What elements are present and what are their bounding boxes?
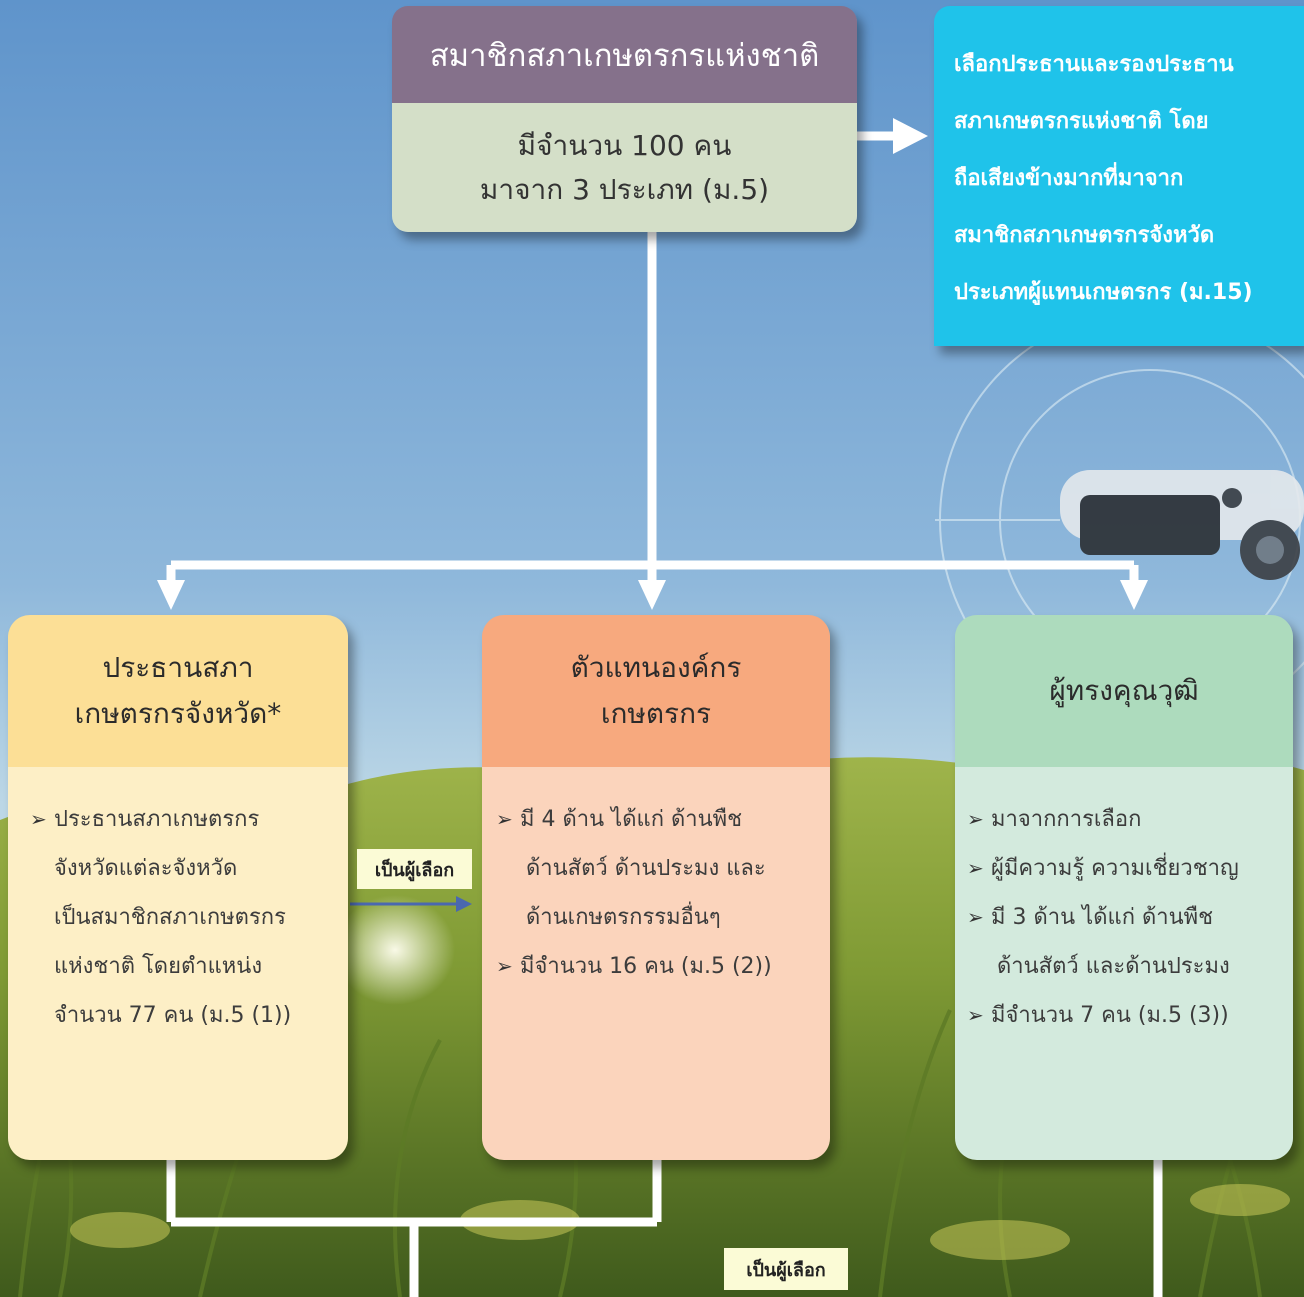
expert-line: มีจำนวน 7 คน (ม.5 (3)) — [991, 1003, 1229, 1028]
national-council-title: สมาชิกสภาเกษตรกรแห่งชาติ — [392, 6, 857, 103]
drone-illustration — [1060, 470, 1304, 580]
expert-body: ➢ มาจากการเลือก ➢ ผู้มีความรู้ ความเชี่ยวช… — [955, 767, 1293, 1160]
blue-arrow-head — [456, 896, 472, 912]
expert-card: ผู้ทรงคุณวุฒิ ➢มาจากการเลือก ➢ผู้มีความร… — [955, 615, 1293, 1160]
election-line: เลือกประธานและรองประธาน — [954, 52, 1234, 77]
organization-rep-body: ➢ มี 4 ด้าน ได้แก่ ด้านพืช ด้านสัตว์ ด้าน… — [482, 767, 830, 1160]
provincial-chair-card: ประธานสภา เกษตรกรจังหวัด* ➢ประธานสภาเกษต… — [8, 615, 348, 1160]
bullet-icon: ➢ — [967, 1003, 984, 1027]
selector-tag: เป็นผู้เลือก — [357, 849, 472, 889]
bullet-icon: ➢ — [30, 807, 47, 831]
expert-line: ด้านสัตว์ และด้านประมง — [997, 954, 1230, 979]
expert-line: มาจากการเลือก — [991, 807, 1142, 832]
election-line: ถือเสียงข้างมากที่มาจาก — [954, 166, 1184, 191]
bullet-icon: ➢ — [967, 905, 984, 929]
bullet-icon: ➢ — [496, 954, 513, 978]
organization-title-line: เกษตรกร — [600, 697, 712, 730]
bullet-icon: ➢ — [967, 856, 984, 880]
provincial-line: แห่งชาติ โดยตำแหน่ง — [54, 954, 263, 979]
selector-tag-bottom: เป็นผู้เลือก — [724, 1248, 848, 1290]
organization-line: ด้านสัตว์ ด้านประมง และ — [526, 856, 766, 881]
national-council-body: มีจำนวน 100 คน มาจาก 3 ประเภท (ม.5) — [392, 103, 857, 232]
arrow-to-provincial — [157, 580, 185, 610]
bullet-icon: ➢ — [496, 807, 513, 831]
provincial-line: จำนวน 77 คน (ม.5 (1)) — [54, 1003, 292, 1028]
arrow-to-election-box — [893, 118, 928, 154]
organization-line: มี 4 ด้าน ได้แก่ ด้านพืช — [520, 807, 743, 832]
provincial-line: จังหวัดแต่ละจังหวัด — [54, 856, 238, 881]
national-council-box: สมาชิกสภาเกษตรกรแห่งชาติ มีจำนวน 100 คน … — [392, 6, 857, 232]
organization-title-line: ตัวแทนองค์กร — [570, 651, 742, 684]
organization-line: มีจำนวน 16 คน (ม.5 (2)) — [520, 954, 772, 979]
national-member-types: มาจาก 3 ประเภท (ม.5) — [479, 172, 770, 206]
provincial-title-line: เกษตรกรจังหวัด* — [74, 697, 282, 730]
expert-line: ผู้มีความรู้ ความเชี่ยวชาญ — [991, 856, 1239, 881]
election-line: สภาเกษตรกรแห่งชาติ โดย — [954, 109, 1209, 134]
provincial-chair-title: ประธานสภา เกษตรกรจังหวัด* — [8, 615, 348, 767]
election-line: สมาชิกสภาเกษตรกรจังหวัด — [954, 223, 1215, 248]
organization-line: ด้านเกษตรกรรมอื่นๆ — [526, 905, 721, 930]
bullet-icon: ➢ — [967, 807, 984, 831]
organization-rep-title: ตัวแทนองค์กร เกษตรกร — [482, 615, 830, 767]
provincial-chair-body: ➢ ประธานสภาเกษตรกร จังหวัดแต่ละจังหวัด เป… — [8, 767, 348, 1160]
provincial-line: เป็นสมาชิกสภาเกษตรกร — [54, 905, 286, 930]
provincial-line: ประธานสภาเกษตรกร — [54, 807, 260, 832]
expert-line: มี 3 ด้าน ได้แก่ ด้านพืช — [991, 905, 1214, 930]
arrow-to-organization — [638, 580, 666, 610]
national-member-count: มีจำนวน 100 คน — [517, 128, 732, 162]
chair-election-box: เลือกประธานและรองประธาน สภาเกษตรกรแห่งชา… — [934, 6, 1304, 346]
provincial-title-line: ประธานสภา — [102, 651, 254, 684]
arrow-to-expert — [1120, 580, 1148, 610]
organization-rep-card: ตัวแทนองค์กร เกษตรกร ➢ มี 4 ด้าน ได้แก่ ด… — [482, 615, 830, 1160]
election-line: ประเภทผู้แทนเกษตรกร (ม.15) — [954, 280, 1253, 305]
